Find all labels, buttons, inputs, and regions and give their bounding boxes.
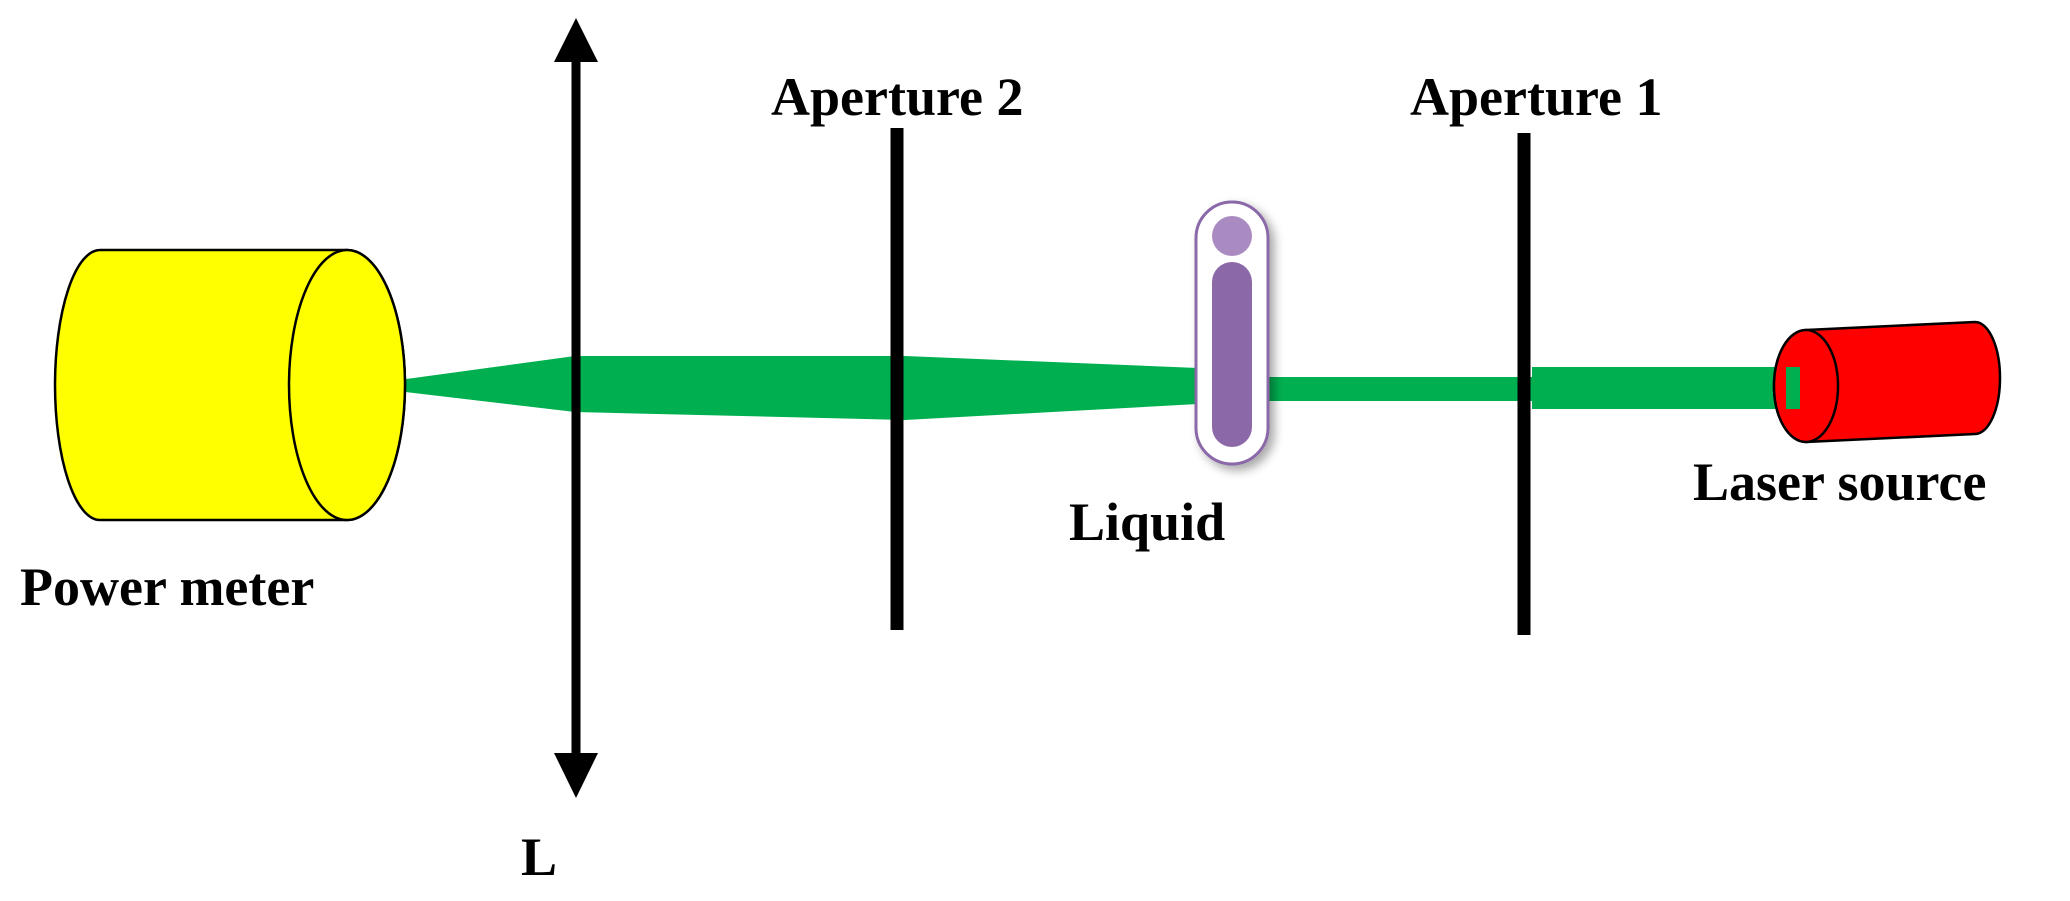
aperture-1-label: Aperture 1 [1410,67,1662,127]
laser-aperture [1786,367,1800,409]
laser-source-face [1772,328,1840,444]
aperture-2-label: Aperture 2 [771,67,1023,127]
lens-arrow-icon [554,18,598,798]
power-meter-face [287,248,407,522]
laser-source-icon [1772,320,2002,444]
beam-segment-converging [355,356,575,412]
arrow-head-up [554,18,598,62]
power-meter-icon [53,248,407,522]
arrow-head-down [554,753,598,798]
power-meter-label: Power meter [20,557,314,617]
laser-beam [355,356,1794,420]
beam-segment-diverging [575,356,1198,420]
beam-segment-cell [1258,377,1548,401]
cuvette-liquid [1212,262,1252,447]
beam-segment-source [1532,367,1794,409]
cuvette-top [1212,216,1252,256]
laser-source-label: Laser source [1693,452,1986,512]
liquid-label: Liquid [1069,492,1225,552]
liquid-cell-icon [1194,200,1270,466]
lens-label: L [521,827,557,887]
